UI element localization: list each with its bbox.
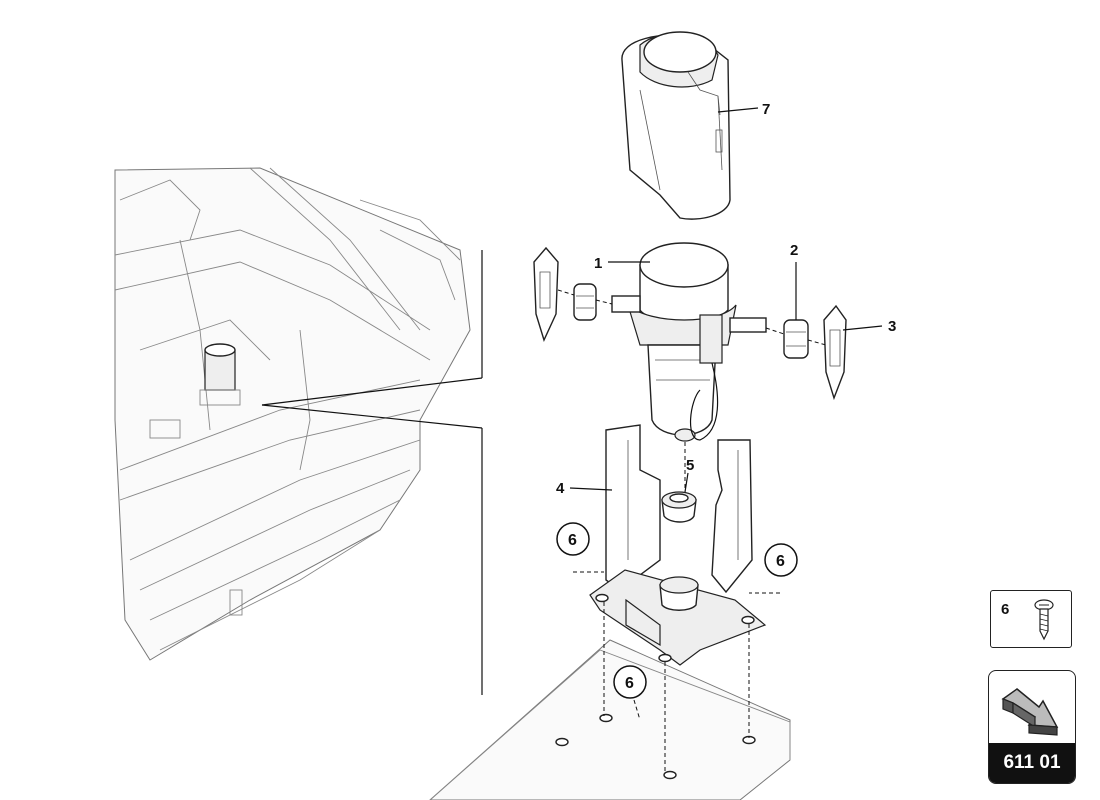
zoom-indicator [261,250,483,695]
next-page-button[interactable]: 611 01 [988,670,1076,784]
callout-2: 2 [790,242,798,259]
svg-text:6: 6 [568,532,577,549]
page-reference-label: 611 01 [989,743,1075,783]
part-2-grommet-left [573,283,597,321]
part-3-clip-right [823,304,847,401]
part-4-bracket [589,424,767,666]
part-7-cover [621,31,731,220]
circle-callout-bottom: 6 [613,665,647,699]
circle-callout-left: 6 [556,522,590,556]
part-1-pump [611,242,767,442]
screw-icon [1034,599,1054,641]
base-plate [429,639,791,800]
callout-1: 1 [594,255,602,272]
circle-callout-right: 6 [764,543,798,577]
callout-3: 3 [888,318,896,335]
svg-text:6: 6 [776,553,785,570]
part-3-clip-left [533,246,559,342]
chassis-overview [114,167,471,661]
next-page-arrow-icon [1001,688,1059,736]
part-5-bushing [661,491,697,523]
legend-number: 6 [1001,601,1010,618]
legend-box: 6 [990,590,1072,648]
callout-5: 5 [686,457,694,474]
svg-text:6: 6 [625,675,634,692]
callout-4: 4 [556,480,565,497]
part-2-grommet-right [783,319,809,359]
callout-7: 7 [762,101,770,118]
